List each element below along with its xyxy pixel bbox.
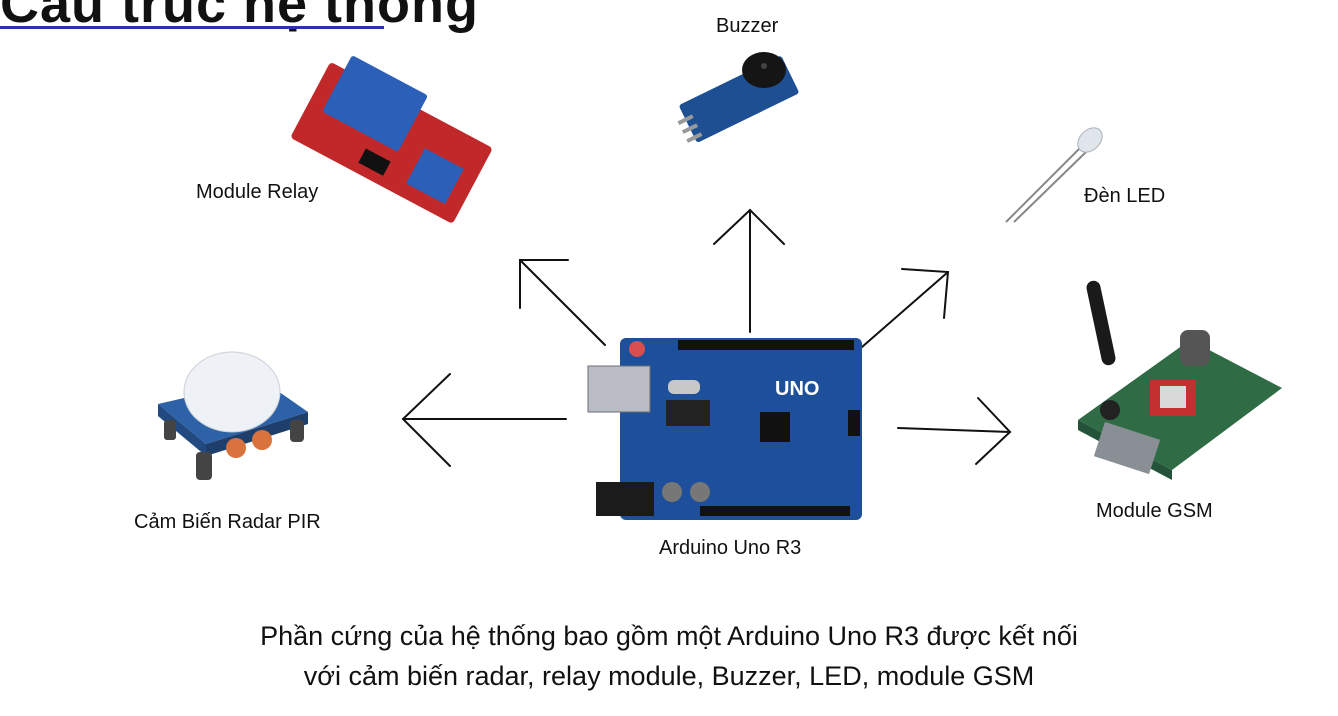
- arrow-to-buzzer: [713, 208, 785, 333]
- caption-line-2: với cảm biến radar, relay module, Buzzer…: [303, 661, 1035, 691]
- caption-line-1: Phần cứng của hệ thống bao gồm một Ardui…: [260, 621, 1078, 651]
- arrow-to-led: [861, 268, 950, 348]
- title-underline: [0, 26, 384, 29]
- arrow-to-pir: [401, 373, 567, 467]
- board-text: UNO: [775, 378, 819, 400]
- arrow-to-relay: [519, 259, 606, 346]
- arduino-uno-board: UNO: [587, 338, 862, 520]
- buzzer-cap: [742, 52, 786, 88]
- led-image: [1005, 127, 1103, 223]
- relay-module-image: [291, 56, 492, 223]
- gsm-module-image: [1078, 280, 1282, 480]
- arrow-to-gsm: [897, 397, 1012, 465]
- relay-label: Module Relay: [196, 181, 319, 203]
- gsm-label: Module GSM: [1096, 500, 1213, 522]
- pir-label: Cảm Biến Radar PIR: [134, 511, 321, 533]
- arduino-label: Arduino Uno R3: [659, 537, 802, 559]
- pir-sensor-image: [158, 351, 308, 480]
- arrows: [401, 208, 1012, 467]
- led-label: Đèn LED: [1084, 185, 1166, 207]
- buzzer-label: Buzzer: [716, 15, 779, 37]
